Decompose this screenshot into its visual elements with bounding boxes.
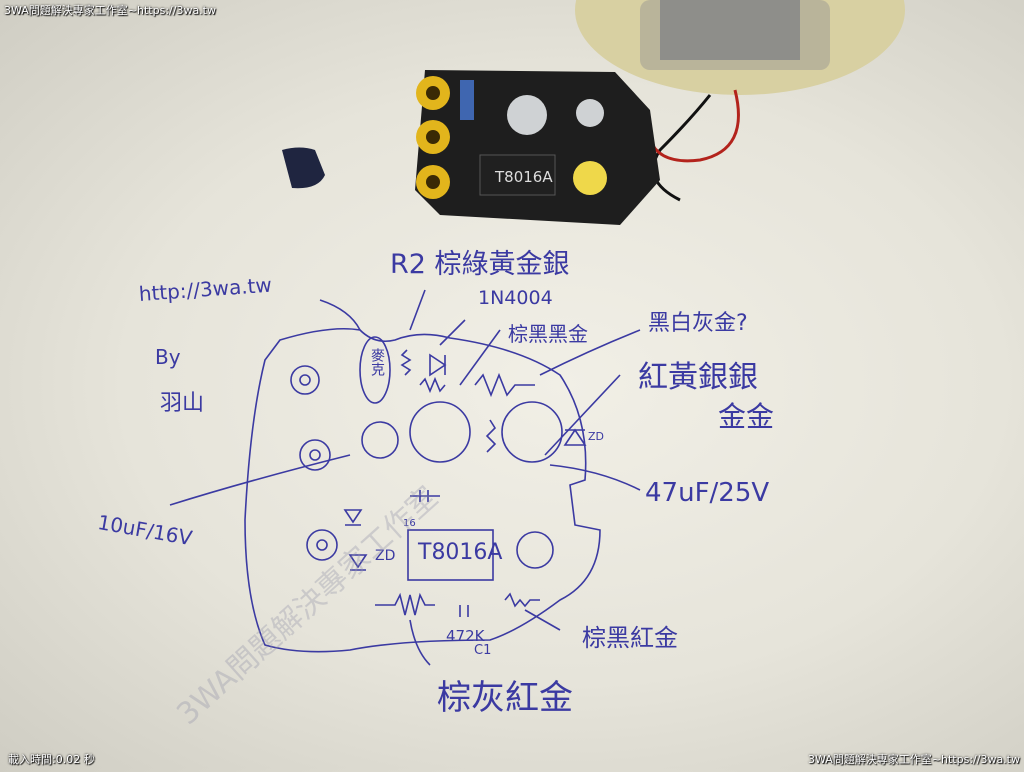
board-outline	[244, 327, 601, 653]
note-pin16: 16	[403, 518, 416, 529]
note-res5: 棕灰紅金	[437, 678, 573, 718]
note-c1: C1	[474, 643, 492, 658]
note-chip: T8016A	[418, 540, 503, 565]
note-res3-line2: 金金	[718, 400, 775, 433]
note-res2: 黑白灰金?	[648, 311, 748, 336]
note-zd2: ZD	[588, 430, 605, 443]
note-cap-code: 472K	[446, 627, 485, 645]
pcb-chip-label: T8016A	[494, 168, 553, 186]
note-mic: 麥克	[369, 348, 385, 376]
note-by: By	[155, 345, 181, 369]
load-time: 載入時間:0.02 秒	[8, 753, 95, 766]
circuit-sketch	[169, 289, 641, 666]
black-wire	[651, 94, 712, 202]
note-r2: R2 棕綠黃金銀	[390, 249, 570, 280]
note-zd: ZD	[375, 548, 396, 564]
note-res4: 棕黑紅金	[582, 624, 678, 652]
speaker-disk	[575, 0, 905, 95]
pcb-board	[415, 70, 660, 225]
watermark-top: 3WA問題解決專家工作室~https://3wa.tw	[4, 4, 216, 17]
note-diode: 1N4004	[478, 287, 553, 309]
red-wire	[648, 89, 740, 163]
watermark-bottom-right: 3WA問題解決專家工作室~https://3wa.tw	[808, 753, 1020, 766]
inductor-component	[282, 147, 325, 189]
note-res1: 棕黑黑金	[508, 322, 588, 346]
note-author: 羽山	[160, 391, 205, 416]
note-cap-big: 47uF/25V	[645, 478, 770, 508]
note-res3-line1: 紅黃銀銀	[638, 360, 758, 395]
